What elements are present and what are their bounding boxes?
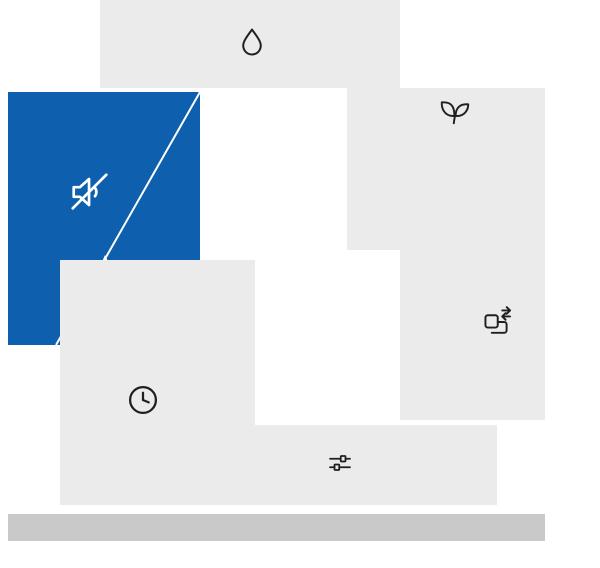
water-drop-icon — [235, 25, 269, 59]
connect-tile[interactable] — [400, 250, 545, 420]
eco-tile[interactable] — [347, 88, 545, 250]
plug-swap-icon — [479, 304, 515, 340]
eco-leaves-icon — [437, 94, 473, 130]
water-tile[interactable] — [100, 0, 400, 88]
bottom-bar — [8, 514, 545, 541]
clock-icon — [125, 382, 161, 418]
sliders-icon — [325, 448, 355, 478]
settings-tile[interactable] — [200, 425, 497, 505]
volume-mute-icon — [71, 173, 108, 210]
